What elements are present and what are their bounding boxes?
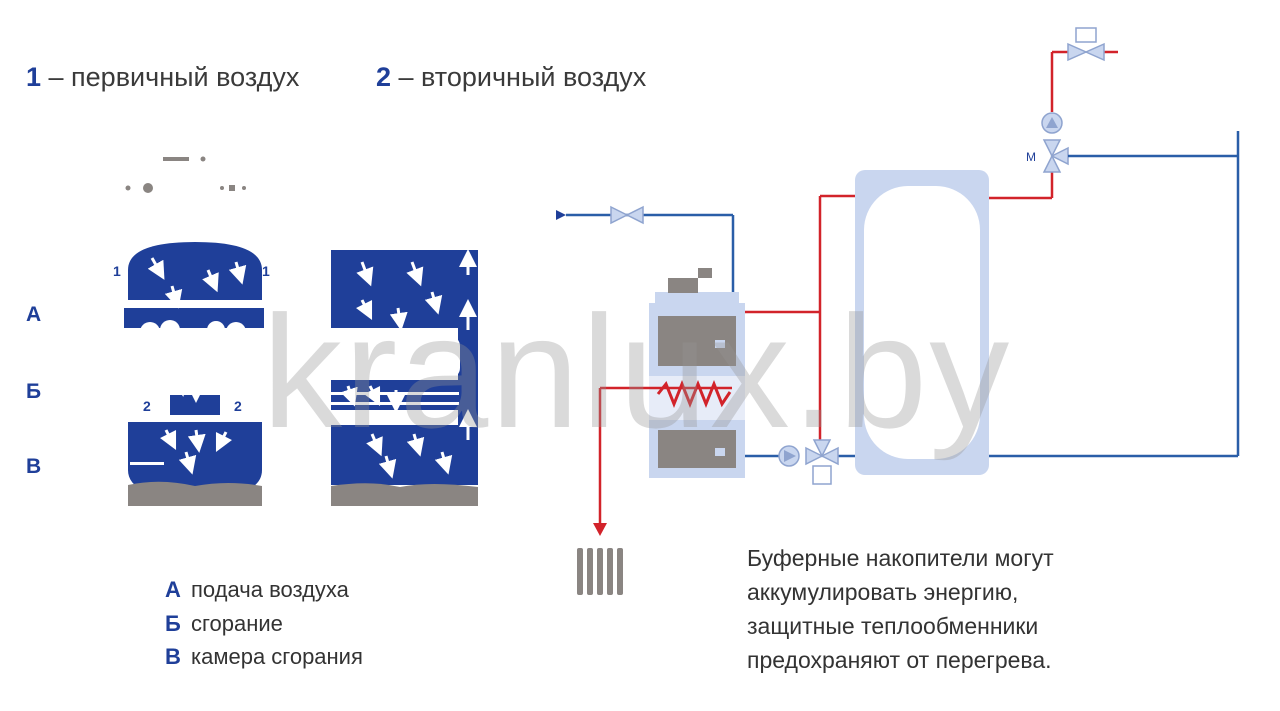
secondary-air-label-left: 2 — [143, 398, 151, 414]
zone-legend-a-key: А — [165, 577, 181, 602]
primary-air-label-right: 1 — [262, 263, 270, 279]
secondary-air-label-right: 2 — [234, 398, 242, 414]
motor-label: M — [1026, 150, 1036, 164]
caption-line-3: защитные теплообменники — [747, 613, 1039, 639]
legend-secondary-air: 2 – вторичный воздух — [376, 62, 646, 93]
hot-supply-pipe — [745, 194, 855, 440]
caption-line-4: предохраняют от перегрева. — [747, 647, 1052, 673]
radiator-supply — [598, 386, 732, 525]
zone-letter-a: А — [26, 303, 42, 326]
caption-line-1: Буферные накопители могут — [747, 545, 1054, 571]
solid-fuel-boiler-icon — [649, 268, 745, 478]
decor-dots — [125, 156, 246, 193]
zone-letter-v: В — [26, 455, 42, 478]
boiler-section-front — [124, 242, 264, 506]
radiator-icon — [577, 548, 623, 595]
watermark: kranlux.by — [262, 282, 1012, 461]
zone-letter-b: Б — [26, 380, 42, 403]
tank-hot-outlet — [989, 50, 1118, 200]
caption-line-2: аккумулировать энергию, — [747, 579, 1019, 605]
legend-primary-text: – первичный воздух — [41, 62, 300, 92]
zone-legend-b-key: Б — [165, 611, 181, 636]
buffer-tank-icon — [855, 170, 989, 475]
motorized-valve-icon — [1042, 139, 1069, 173]
zone-legend-b-text: сгорание — [191, 611, 283, 636]
top-valve-icon — [1067, 27, 1105, 62]
primary-air-label-left: 1 — [113, 263, 121, 279]
boiler-section-side — [330, 249, 478, 506]
zone-legend-a-text: подача воздуха — [191, 577, 349, 602]
buffer-tank-caption: Буферные накопители могут аккумулировать… — [747, 541, 1054, 677]
legend-secondary-num: 2 — [376, 62, 392, 92]
circulation-pump-icon — [1041, 112, 1063, 134]
zone-legend-v-key: В — [165, 644, 181, 669]
three-way-valve-icon — [805, 439, 839, 485]
heating-return-pipe — [989, 131, 1240, 458]
inlet-valve-icon — [610, 205, 644, 225]
return-pump-icon — [778, 445, 800, 467]
flow-arrow-down — [593, 523, 607, 536]
legend-primary-air: 1 – первичный воздух — [26, 62, 299, 93]
legend-primary-num: 1 — [26, 62, 42, 92]
zone-legend-v-text: камера сгорания — [191, 644, 363, 669]
legend-secondary-text: – вторичный воздух — [391, 62, 647, 92]
